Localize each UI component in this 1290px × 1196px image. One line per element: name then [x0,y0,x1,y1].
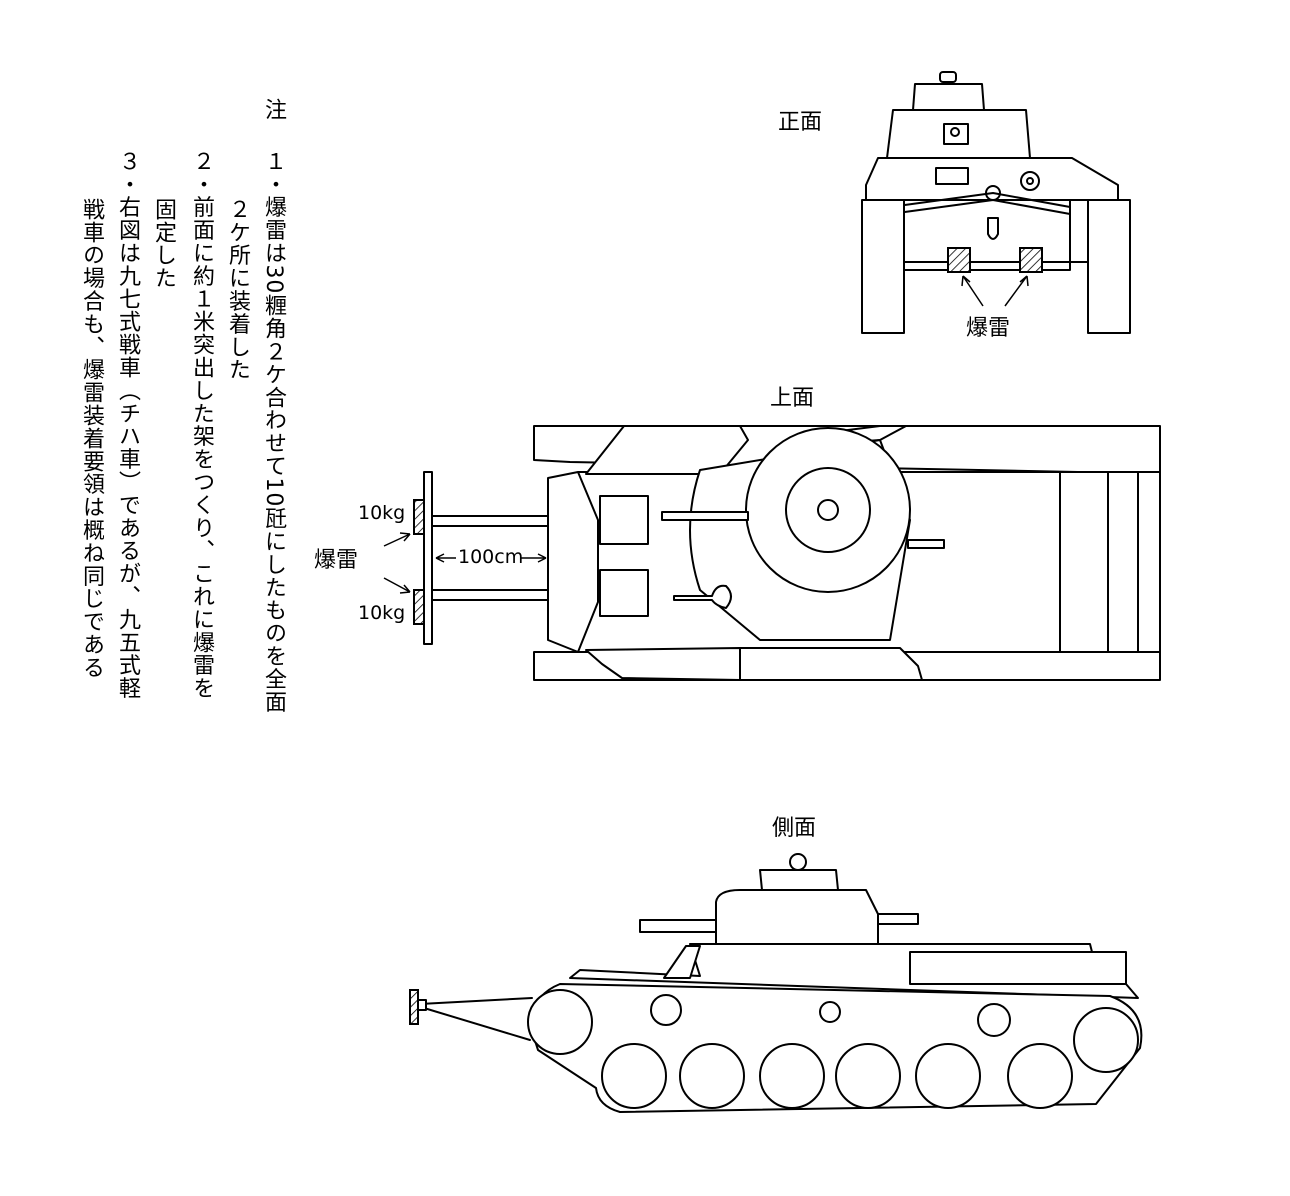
note-3-line-2: 戦車の場合も、爆雷装着要領は概ね同じである [79,198,104,679]
side-charge [409,989,419,1025]
note-2-line-1: ２・前面に約１米突出した架をつくり、これに爆雷を [189,150,214,700]
side-road-wheel-2 [679,1043,745,1109]
side-road-wheel-1 [601,1043,667,1109]
front-machine-gun [1020,171,1040,191]
front-charge-right [1019,247,1043,273]
top-main-gun [661,511,749,521]
side-view-title: 側面 [772,816,817,841]
top-front-plate [577,471,599,653]
top-fender-front-lower [585,647,741,681]
dimension-arrow-right [520,553,547,563]
top-mg-mount [673,584,732,609]
top-view-tank [383,425,1161,681]
side-frame-upper [419,997,533,1005]
side-road-wheel-6 [1007,1043,1073,1109]
front-track-right [1087,199,1131,334]
notes-heading: 注 [261,98,286,121]
front-view-tank [861,71,1131,334]
top-engine-deck [1059,471,1161,653]
side-cupola-periscope [789,853,807,871]
side-rear-mg [877,913,919,925]
front-view-charge-label: 爆雷 [966,316,1011,341]
side-view-tank [409,853,1143,1113]
side-frame-brace [423,1007,531,1041]
leader-arrow-upper [383,532,411,547]
leader-arrow-lower [383,577,411,594]
top-gunner-hatch [599,569,649,617]
top-charge-upper [413,499,425,535]
lower-charge-weight: 10kg [358,602,406,624]
side-road-wheel-4 [835,1043,901,1109]
note-2-line-2: 固定した [151,198,176,290]
front-driver-visor [935,167,969,185]
top-driver-hatch [599,495,649,545]
top-cupola [817,499,839,521]
front-hook [987,217,999,240]
note-1-line-2: ２ケ所に装着した [225,198,250,382]
front-cupola-hatch [939,71,957,83]
side-charge-mount [417,999,427,1011]
front-vision-port [943,123,969,145]
top-view-title: 上面 [770,386,815,411]
dimension-arrow-left [435,553,456,563]
side-return-roller-1 [650,994,682,1026]
side-idler [1073,1007,1139,1073]
side-cupola [759,869,839,891]
side-turret [715,889,879,945]
side-road-wheel-5 [915,1043,981,1109]
side-drive-sprocket [527,989,593,1055]
frame-length-label: 100cm [458,546,524,568]
front-charge-left [947,247,971,273]
top-view-charge-label: 爆雷 [314,548,359,573]
side-main-gun [639,919,717,933]
side-return-roller-3 [977,1003,1011,1037]
upper-charge-weight: 10kg [358,502,406,524]
note-3-line-1: ３・右図は九七式戦車（チハ車）であるが、九五式軽 [115,150,140,700]
side-return-roller-2 [819,1001,841,1023]
front-view-title: 正面 [778,110,823,135]
top-fender-rear-lower [739,647,923,681]
top-charge-lower [413,589,425,625]
top-rear-mg [907,539,945,549]
side-engine-deck [909,951,1127,985]
side-front-plate [663,945,701,979]
side-road-wheel-3 [759,1043,825,1109]
front-cupola [912,83,985,111]
front-track-left [861,199,905,334]
note-1-line-1: １・爆雷は30糎角２ケ合わせて10瓩にしたものを全面 [261,150,286,714]
top-charge-plate [423,471,433,645]
